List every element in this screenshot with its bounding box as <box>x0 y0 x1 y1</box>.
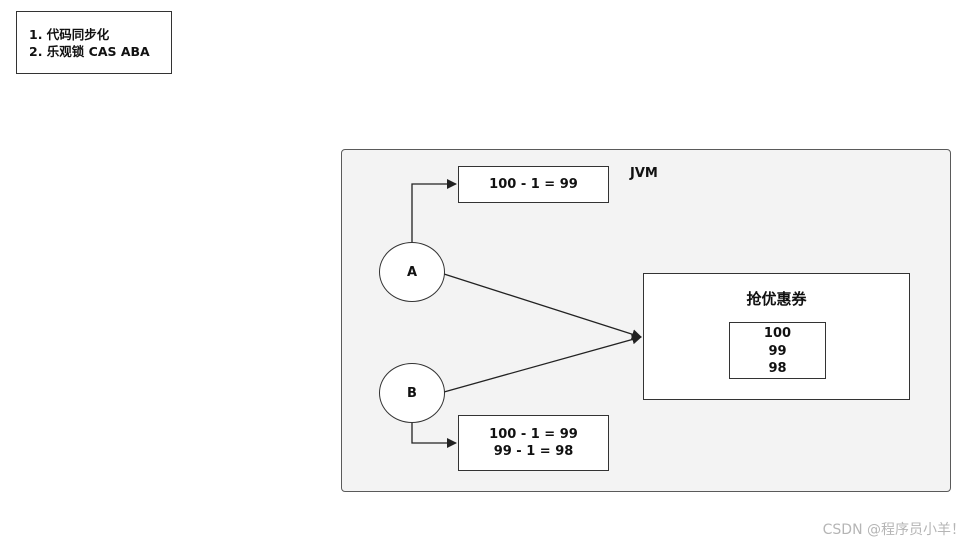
jvm-label: JVM <box>630 166 658 181</box>
watermark: CSDN @程序员小羊！ <box>822 522 965 538</box>
calc-box-b: 100 - 1 = 99 99 - 1 = 98 <box>458 415 609 471</box>
notes-box: 1. 代码同步化 2. 乐观锁 CAS ABA <box>16 11 172 74</box>
calc-b-line-1: 100 - 1 = 99 <box>489 427 578 442</box>
coupon-box: 抢优惠券 100 99 98 <box>643 273 910 400</box>
thread-a-node: A <box>379 242 445 302</box>
note-line-2: 2. 乐观锁 CAS ABA <box>29 44 150 59</box>
calc-a-line-1: 100 - 1 = 99 <box>489 177 578 192</box>
coupon-title: 抢优惠券 <box>746 290 807 308</box>
calc-b-line-2: 99 - 1 = 98 <box>493 444 574 459</box>
note-line-1: 1. 代码同步化 <box>29 27 110 42</box>
stock-box: 100 99 98 <box>729 322 826 379</box>
stock-value-3: 98 <box>768 361 787 376</box>
stock-value-2: 99 <box>768 343 787 359</box>
stock-value-1: 100 <box>763 326 792 341</box>
thread-b-node: B <box>379 363 445 423</box>
calc-box-a: 100 - 1 = 99 <box>458 166 609 203</box>
